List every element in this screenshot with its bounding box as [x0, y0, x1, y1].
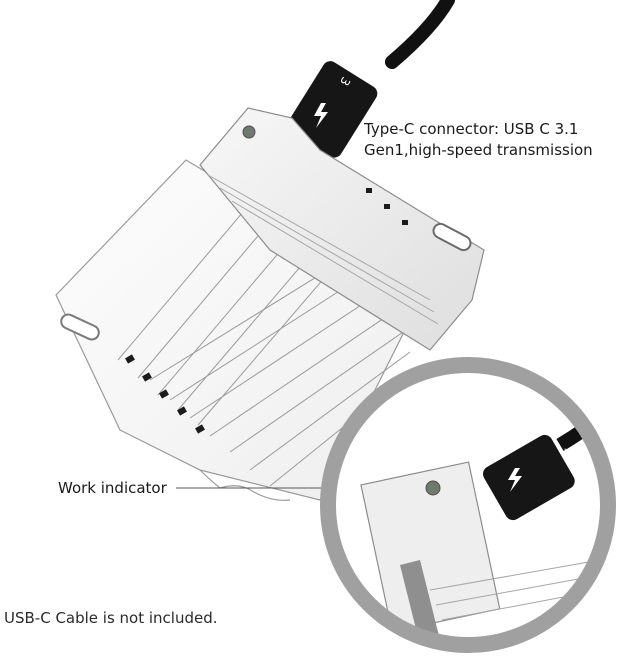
zoom-cable-marking: 3: [561, 445, 576, 456]
zoom-led-icon: [425, 480, 441, 496]
connector-caption: Type-C connector: USB C 3.1 Gen1,high-sp…: [364, 119, 593, 161]
enclosure-top-plate: [199, 107, 485, 351]
zoom-lightning-icon: [508, 468, 522, 492]
led-indicator-icon: [242, 125, 256, 139]
work-indicator-caption: Work indicator: [58, 479, 167, 497]
connector-caption-line2: Gen1,high-speed transmission: [364, 141, 593, 159]
cable-disclaimer: USB-C Cable is not included.: [4, 609, 218, 627]
zoom-inset: [320, 357, 616, 653]
connector-caption-line1: Type-C connector: USB C 3.1: [364, 120, 579, 138]
lightning-icon: [314, 103, 328, 128]
